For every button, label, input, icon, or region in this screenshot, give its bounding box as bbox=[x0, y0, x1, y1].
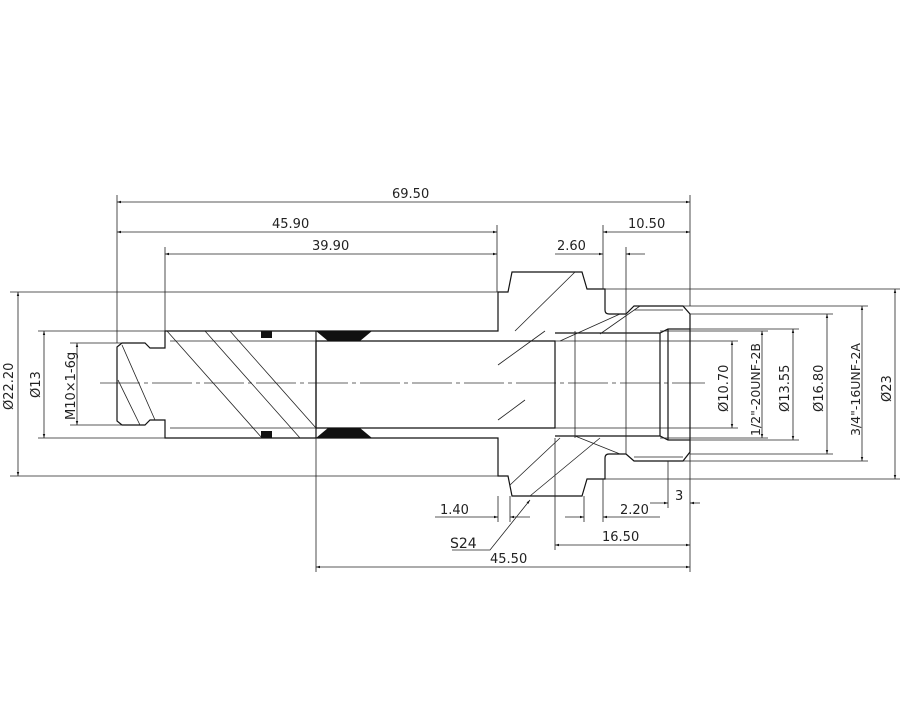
dim-2-60: 2.60 bbox=[557, 239, 586, 254]
dim-1-40: 1.40 bbox=[440, 503, 469, 518]
dim-thread-three-quarter: 3/4"-16UNF-2A bbox=[848, 343, 863, 436]
extension-lines bbox=[10, 195, 900, 572]
dim-thread-half-inch: 1/2"-20UNF-2B bbox=[748, 343, 763, 436]
dim-dia-22-20: Ø22.20 bbox=[2, 363, 17, 410]
dim-3: 3 bbox=[675, 489, 683, 504]
dim-10-50: 10.50 bbox=[628, 217, 665, 232]
dim-dia-13-55: Ø13.55 bbox=[778, 365, 793, 412]
dim-overall-length: 69.50 bbox=[392, 187, 429, 202]
section-hatching bbox=[117, 271, 641, 497]
dim-39-90: 39.90 bbox=[312, 239, 349, 254]
dim-s24: S24 bbox=[450, 536, 477, 552]
dimension-labels: 69.50 45.90 39.90 10.50 2.60 1.40 S24 2.… bbox=[2, 187, 895, 567]
dimension-lines bbox=[16, 200, 897, 569]
seals bbox=[261, 331, 372, 438]
dim-thread-m10: M10×1-6g bbox=[64, 352, 79, 420]
dim-dia-10-70: Ø10.70 bbox=[717, 365, 732, 412]
dim-dia-16-80: Ø16.80 bbox=[812, 365, 827, 412]
dim-dia-13: Ø13 bbox=[29, 371, 44, 398]
dim-16-50: 16.50 bbox=[602, 530, 639, 545]
dim-2-20: 2.20 bbox=[620, 503, 649, 518]
dim-45-90: 45.90 bbox=[272, 217, 309, 232]
part-outline bbox=[116, 271, 691, 497]
dim-45-50: 45.50 bbox=[490, 552, 527, 567]
dim-dia-23: Ø23 bbox=[880, 375, 895, 402]
